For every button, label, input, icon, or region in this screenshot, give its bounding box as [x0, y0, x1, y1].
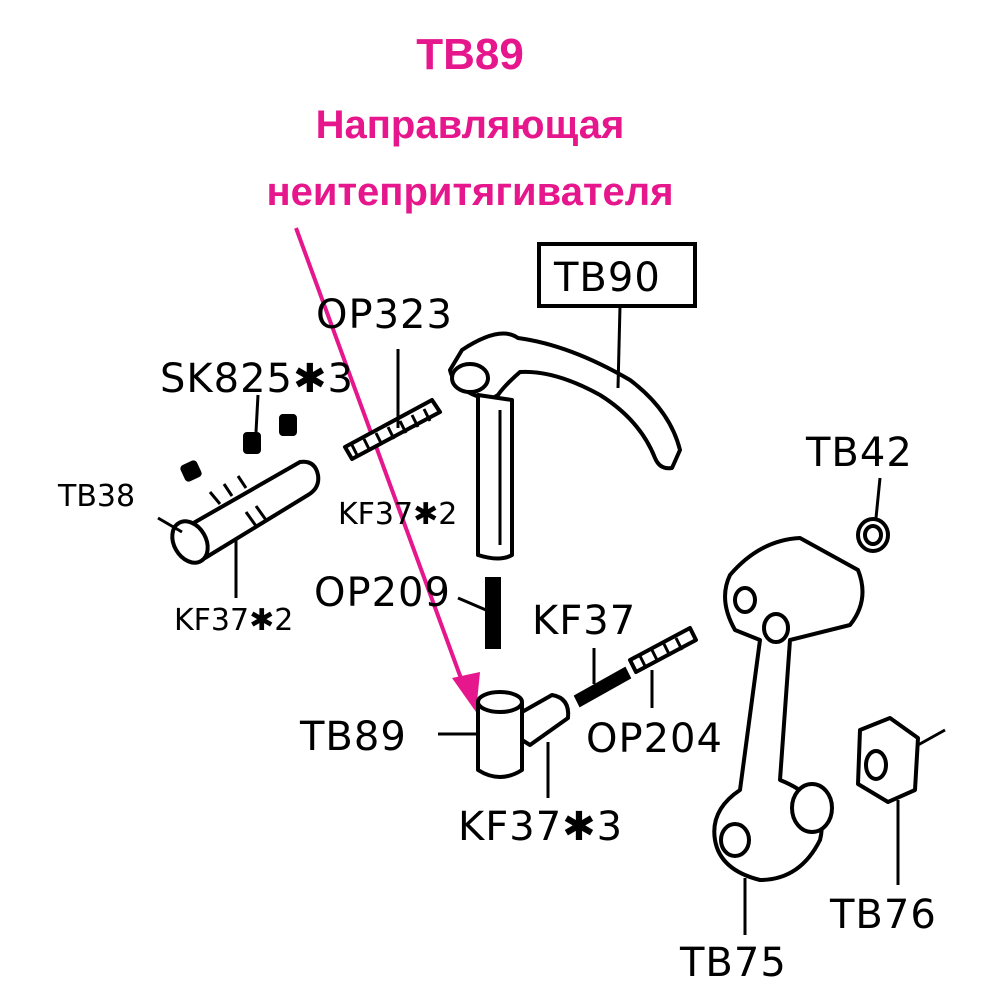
- label-tb38: TB38: [57, 479, 135, 514]
- label-tb75: TB75: [679, 940, 787, 986]
- label-kf37: KF37: [532, 598, 636, 644]
- label-tb76: TB76: [829, 892, 937, 938]
- title-part-name-line2: неитепритягивателя: [266, 170, 674, 214]
- label-op209: OP209: [314, 570, 451, 616]
- nut-tb76: [856, 716, 946, 885]
- spring-op209: [457, 577, 501, 649]
- label-sk825: SK825✱3: [160, 356, 354, 402]
- spring-op323: [343, 349, 442, 461]
- set-screws-sk825: [180, 394, 297, 482]
- guide-tb89: [438, 690, 571, 798]
- label-op323: OP323: [316, 292, 453, 338]
- title-part-code: TB89: [416, 30, 524, 79]
- label-kf37x2-lower: KF37✱2: [174, 603, 293, 638]
- arm-tb75: [712, 536, 865, 935]
- lever-tb90: [448, 242, 697, 561]
- tb90-label-box: [537, 242, 697, 308]
- label-tb42: TB42: [805, 430, 913, 476]
- label-tb89: TB89: [299, 714, 407, 760]
- label-op204: OP204: [586, 716, 723, 762]
- spring-op204: [573, 626, 698, 708]
- label-kf37x2-upper: KF37✱2: [338, 497, 457, 532]
- bushing-tb42: [856, 477, 890, 553]
- pointer-arrow: [294, 227, 480, 712]
- label-kf37x3: KF37✱3: [458, 804, 623, 850]
- shaft-tb38: [157, 459, 321, 598]
- title-part-name-line1: Направляющая: [315, 103, 625, 147]
- label-tb90: TB90: [553, 255, 661, 301]
